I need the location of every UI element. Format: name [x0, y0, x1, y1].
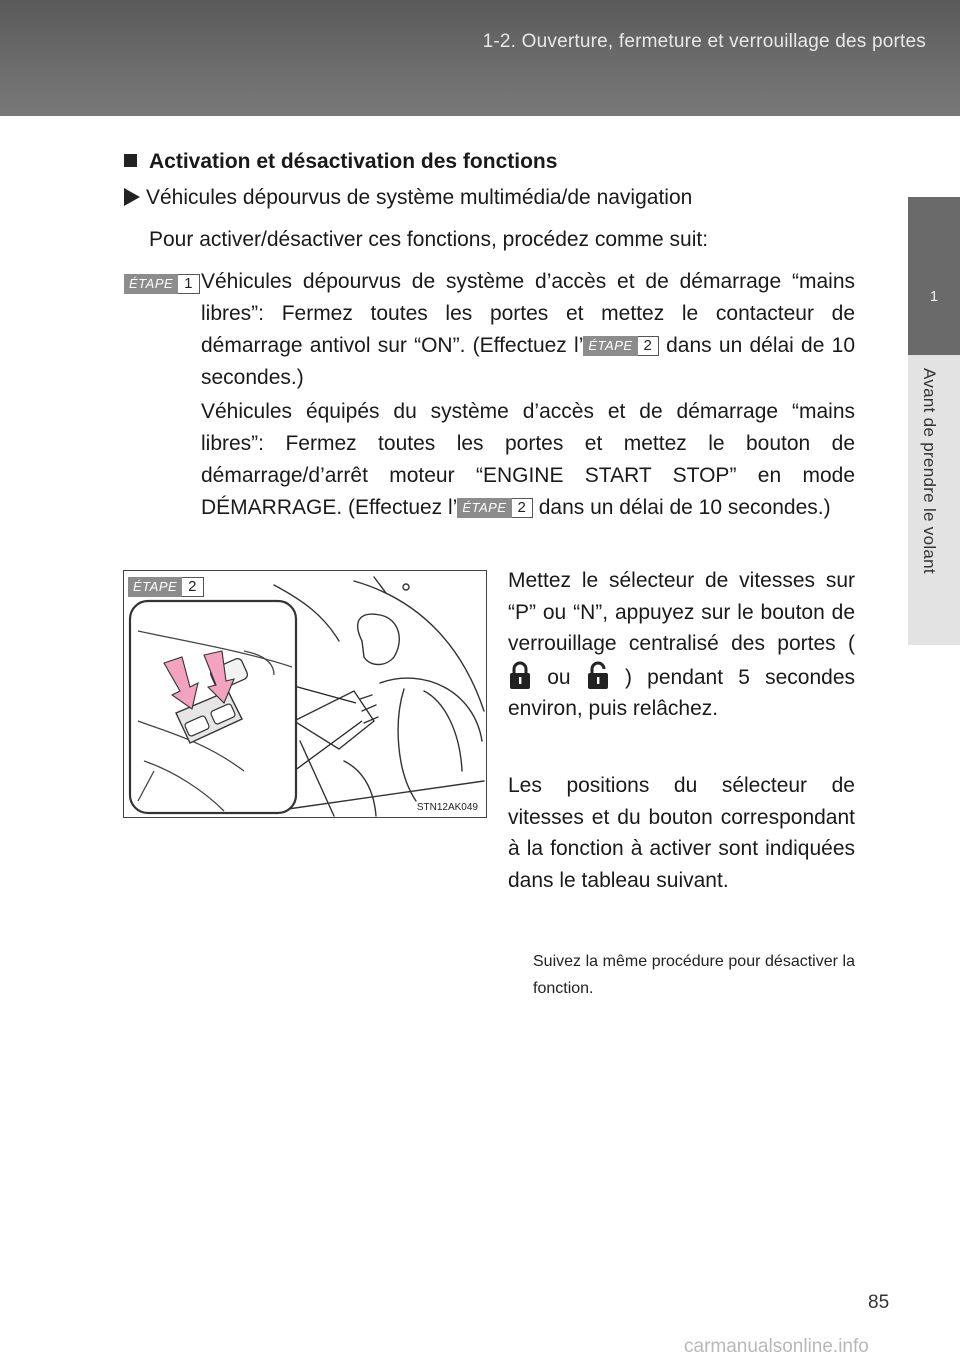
page-number: 85	[868, 1292, 890, 1313]
square-bullet-icon	[124, 154, 137, 167]
page-header: 1-2. Ouverture, fermeture et verrouillag…	[0, 0, 960, 116]
step-1-paragraph-2: Véhicules équipés du système d’accès et …	[201, 400, 855, 519]
chapter-number: 1	[929, 288, 939, 305]
figure-code: STN12AK049	[416, 802, 478, 813]
selector-positions-text: Les positions du sélecteur de vitesses e…	[508, 774, 855, 892]
switch-panel	[175, 657, 249, 744]
unlock-icon	[587, 661, 608, 689]
triangle-bullet-icon	[124, 188, 140, 206]
step-2-instructions: Mettez le sélecteur de vitesses sur “P” …	[508, 569, 856, 721]
zoom-callout	[128, 599, 298, 815]
car-interior-drawing	[128, 576, 485, 817]
intro-text: Pour activer/désactiver ces fonctions, p…	[149, 228, 709, 251]
section-title: 1-2. Ouverture, fermeture et verrouillag…	[482, 31, 926, 52]
chapter-label: Avant de prendre le volant	[920, 368, 939, 574]
subheading: Véhicules dépourvus de système multimédi…	[124, 186, 692, 210]
step-1-paragraph-1: Véhicules dépourvus de système d’accès e…	[201, 270, 856, 389]
section-heading: Activation et désactivation des fonction…	[124, 150, 557, 174]
deactivation-note: Suivez la même procédure pour désactiver…	[533, 953, 855, 997]
press-arrow-icon	[163, 650, 235, 710]
watermark: carmanualsonline.info	[684, 1336, 869, 1357]
chapter-tab	[908, 197, 960, 355]
lock-icon	[510, 661, 530, 689]
chapter-strip	[908, 355, 960, 645]
